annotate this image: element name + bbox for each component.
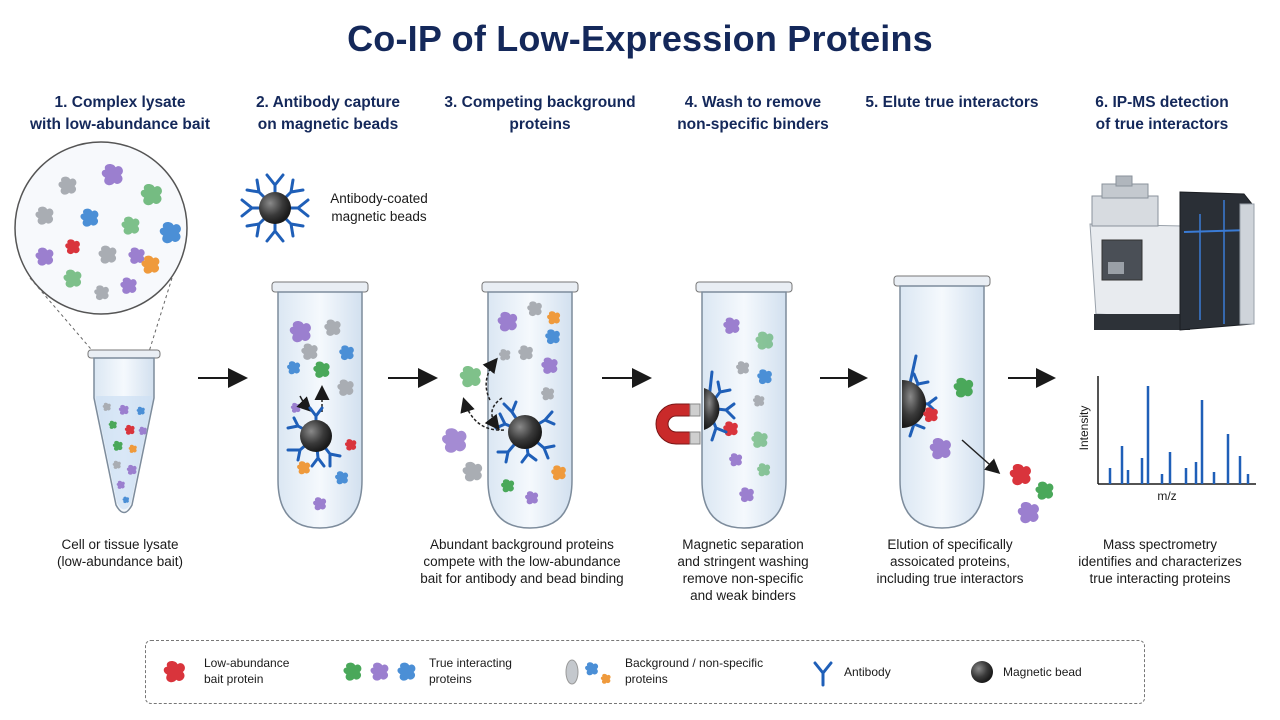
legend-label-bait: Low-abundance bait protein [204, 656, 290, 686]
page-title: Co-IP of Low-Expression Proteins [347, 18, 933, 59]
step-4-title: 4. Wash to remove non-specific binders [677, 94, 829, 133]
step-6-caption: Mass spectrometry identifies and charact… [1078, 537, 1242, 586]
step-3-title: 3. Competing background proteins [444, 94, 636, 133]
step-2-title: 2. Antibody capture on magnetic beads [255, 94, 401, 133]
step-4-caption: Magnetic separation and stringent washin… [677, 537, 809, 603]
spectrum-ylabel: Intensity [1077, 406, 1091, 451]
ms-spectrum: m/z Intensity [1077, 376, 1256, 503]
step-1-caption: Cell or tissue lysate (low-abundance bai… [56, 537, 184, 569]
elution-tube [893, 275, 1001, 529]
bait-protein-icon [163, 660, 185, 683]
competition-tube [481, 281, 579, 529]
capture-tube [271, 281, 369, 529]
step-6-title: 6. IP-MS detection of true interactors [1095, 94, 1229, 133]
lysate-zoom [14, 141, 188, 356]
legend-label-interactors: True interacting proteins [429, 656, 512, 686]
bead-callout-label: Antibody-coated magnetic beads [330, 191, 428, 224]
step-3-caption: Abundant background proteins compete wit… [420, 537, 624, 586]
legend-label-bead: Magnetic bead [1003, 665, 1082, 679]
legend-label-background: Background / non-specific proteins [625, 656, 764, 686]
legend: Low-abundance bait protein True interact… [145, 640, 1145, 704]
legend-icons [163, 659, 993, 687]
spectrum-xlabel: m/z [1157, 489, 1176, 503]
step-5-title: 5. Elute true interactors [865, 94, 1039, 111]
legend-label-antibody: Antibody [844, 665, 891, 679]
background-protein-icon [565, 659, 611, 685]
spectrum-peaks [1108, 386, 1250, 484]
workflow-diagram: m/z Intensity [14, 141, 1256, 529]
true-interactor-icon [343, 662, 416, 681]
wash-tube [695, 281, 793, 529]
step-5-caption: Elution of specifically assoicated prote… [876, 537, 1024, 586]
antibody-icon [813, 661, 833, 687]
magnetic-bead-icon [971, 661, 993, 683]
lysate-tube [87, 349, 161, 514]
mass-spectrometer-icon [1089, 175, 1255, 331]
antibody-coated-bead [240, 173, 310, 243]
step-1-title: 1. Complex lysate with low-abundance bai… [30, 94, 210, 133]
magnet-icon [655, 403, 701, 445]
